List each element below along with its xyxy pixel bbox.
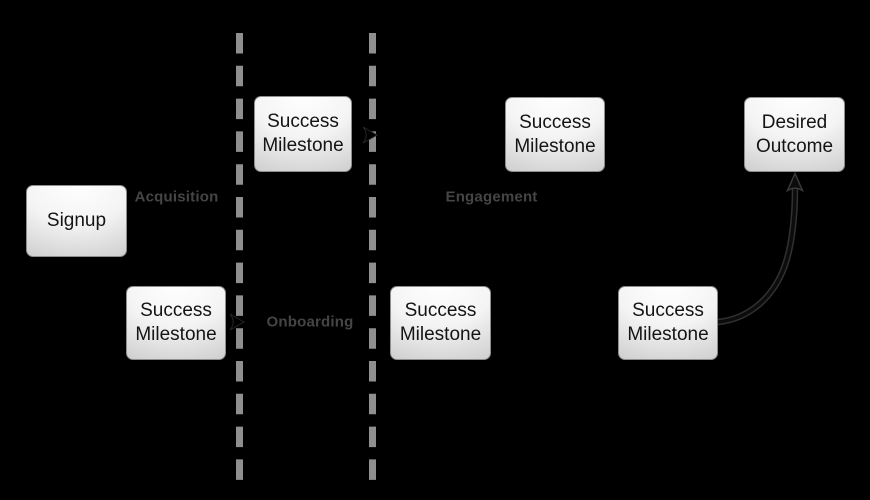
node-success-milestone-5[interactable]: Success Milestone <box>618 286 718 360</box>
phase-label-onboarding: Onboarding <box>266 313 354 331</box>
node-signup[interactable]: Signup <box>26 185 127 257</box>
node-success-milestone-3[interactable]: Success Milestone <box>390 286 491 360</box>
arrowhead-into-outcome-icon <box>785 171 805 193</box>
edge-milestone5-to-outcome <box>716 187 797 324</box>
arrowhead-on-divider-2-icon <box>362 126 379 144</box>
phase-label-engagement: Engagement <box>445 188 538 206</box>
node-desired-outcome[interactable]: Desired Outcome <box>744 97 845 172</box>
node-success-milestone-4[interactable]: Success Milestone <box>505 97 605 172</box>
edge-milestone5-to-outcome-halo <box>714 185 799 326</box>
arrowhead-on-divider-1-icon <box>229 313 246 331</box>
node-success-milestone-1[interactable]: Success Milestone <box>126 286 226 360</box>
node-success-milestone-2[interactable]: Success Milestone <box>254 96 352 172</box>
phase-label-acquisition: Acquisition <box>134 188 219 206</box>
